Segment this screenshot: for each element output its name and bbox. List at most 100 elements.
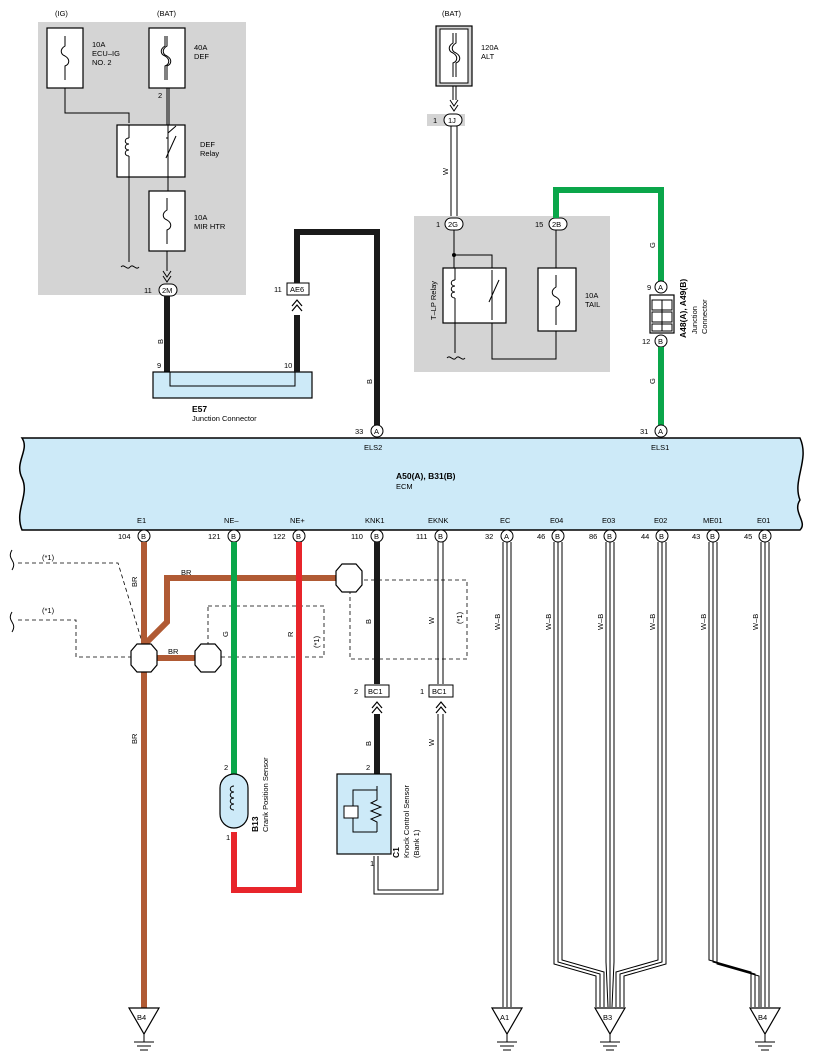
tlp-relay-name: T–LP Relay [429, 281, 438, 320]
terminal-e03: E03 [602, 516, 615, 525]
e57-id: E57 [192, 404, 207, 414]
svg-text:B: B [555, 532, 560, 541]
wire-r-label: R [286, 631, 295, 637]
terminal-e04: E04 [550, 516, 563, 525]
wire-red-ne-plus [231, 542, 302, 893]
svg-text:B: B [762, 532, 767, 541]
wb-label-e01: W–B [751, 614, 760, 630]
ae6-pin: 11 [274, 285, 282, 294]
piezo-icon [343, 805, 359, 819]
splice-point-3 [335, 563, 363, 593]
wire-br-label-4: BR [130, 733, 139, 744]
ground-icon [755, 1034, 775, 1051]
wire-g-label-3: G [221, 631, 230, 637]
els1-pin: 31 [640, 427, 648, 436]
ground-triangle-icon [593, 1007, 627, 1036]
wire-green-els1 [553, 187, 664, 286]
knock-name: Knock Control Sensor [402, 785, 411, 858]
svg-text:32: 32 [485, 532, 493, 541]
wb-label-e04: W–B [544, 614, 553, 630]
svg-text:46: 46 [537, 532, 545, 541]
wire-b-label: B [156, 339, 165, 344]
terminal-pins: 104 B 121 B 122 B 110 B 111 B 32 A 46 B … [118, 529, 772, 543]
crank-pin1: 1 [226, 833, 230, 842]
svg-text:B3: B3 [603, 1013, 612, 1022]
terminal-e1: E1 [137, 516, 146, 525]
knock-pin2: 2 [366, 763, 370, 772]
fuse-alt-amp: 120A [481, 43, 499, 52]
connector-2g-label: 2G [448, 220, 458, 229]
els2-pin: 33 [355, 427, 363, 436]
conn-pin-11: 11 [144, 286, 152, 295]
e57-pin9: 9 [157, 361, 161, 370]
ground-icon [497, 1034, 517, 1051]
fuse-alt [439, 28, 469, 84]
relay-coil-icon [450, 279, 456, 299]
connector-arrow-icon [162, 270, 172, 283]
note-4: (*1) [455, 611, 464, 624]
connector-arrow-icon [449, 99, 459, 112]
break-mark-icon [9, 549, 15, 571]
wire-b-label-3: B [364, 619, 373, 624]
ig-label: (IG) [55, 9, 68, 18]
junction-name2: Connector [700, 299, 709, 334]
relay-name1: DEF [200, 140, 215, 149]
splice-point-1 [130, 643, 158, 673]
splice-point-2 [194, 643, 222, 673]
wire-brown-shield [141, 575, 339, 648]
junction-pin-a-circle [654, 280, 668, 294]
svg-text:B: B [374, 532, 379, 541]
bat-label-2: (BAT) [442, 9, 462, 18]
fuse3-name: MIR HTR [194, 222, 226, 231]
fuse-tail-name: TAIL [585, 300, 600, 309]
e57-junction-connector [152, 371, 313, 399]
junction-pin-b: 12 [642, 337, 650, 346]
terminal-e01: E01 [757, 516, 770, 525]
fuse3-amp: 10A [194, 213, 207, 222]
fuse-alt-name: ALT [481, 52, 495, 61]
svg-text:104: 104 [118, 532, 131, 541]
junction-pin-a-label: A [658, 283, 663, 292]
junction-id: A48(A), A49(B) [678, 279, 688, 338]
svg-text:122: 122 [273, 532, 286, 541]
ground-triangle-icon [490, 1007, 524, 1036]
ground-a1: A1 [490, 1007, 524, 1051]
wire-w-label-2: W [427, 616, 436, 624]
fuse-icon [551, 275, 561, 325]
connector-2b-label: 2B [552, 220, 561, 229]
bc1-pin2: 2 [354, 687, 358, 696]
ground-triangle-icon [127, 1007, 161, 1036]
ground-b4-right: B4 [748, 1007, 782, 1051]
els1-conn-circle [654, 424, 668, 438]
wire-white-eknk [437, 542, 444, 684]
g2-pin: 1 [436, 220, 440, 229]
tlp-relay [442, 267, 507, 324]
connector-arrow-icon [435, 701, 447, 714]
crank-id: B13 [250, 816, 260, 832]
connector-bc1-a-label: BC1 [368, 687, 383, 696]
svg-text:B4: B4 [758, 1013, 767, 1022]
els2-conn: A [374, 427, 379, 436]
connector-bc1-b-label: BC1 [432, 687, 447, 696]
svg-text:B: B [659, 532, 664, 541]
note-1: (*1) [42, 553, 55, 562]
crank-position-sensor [219, 773, 249, 829]
fuse1-name2: NO. 2 [92, 58, 112, 67]
note-2: (*1) [42, 606, 55, 615]
fuse1-amp: 10A [92, 40, 105, 49]
break-mark-icon [9, 611, 15, 633]
connector-1j-label: 1J [448, 116, 456, 125]
wire-g-label-2: G [648, 378, 657, 384]
svg-text:44: 44 [641, 532, 649, 541]
fuse-icon [451, 33, 461, 77]
connector-1j [443, 113, 463, 127]
terminal-knk1: KNK1 [365, 516, 385, 525]
connector-bc1-a [364, 684, 390, 698]
knock-pin1: 1 [370, 859, 374, 868]
fuse2-amp: 40A [194, 43, 207, 52]
svg-text:B: B [607, 532, 612, 541]
wire-g-label: G [648, 242, 657, 248]
connector-ae6-label: AE6 [290, 285, 304, 294]
relay-coil-icon [124, 137, 130, 157]
note-3: (*1) [312, 635, 321, 648]
